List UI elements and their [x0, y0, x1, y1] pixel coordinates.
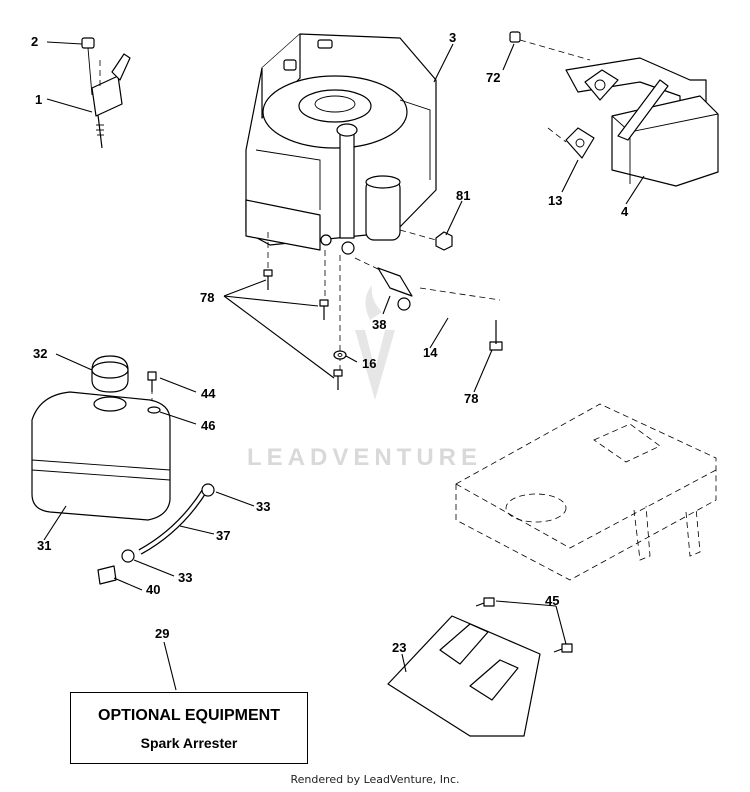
callout-leaders — [43, 41, 645, 691]
callout-78-b: 78 — [464, 391, 478, 406]
callout-2: 2 — [31, 34, 38, 49]
callout-45: 45 — [545, 593, 559, 608]
optional-equipment-title: OPTIONAL EQUIPMENT — [98, 707, 280, 724]
callout-31: 31 — [37, 538, 51, 553]
callout-44: 44 — [201, 386, 216, 401]
bolt-part — [263, 269, 503, 390]
callout-1: 1 — [35, 92, 42, 107]
watermark-text: LEADVENTURE — [247, 444, 482, 471]
nut-part — [435, 231, 453, 251]
throttle-control-part — [81, 37, 131, 149]
callout-37: 37 — [216, 528, 230, 543]
callout-78-a: 78 — [200, 290, 214, 305]
callout-38: 38 — [372, 317, 386, 332]
muffler-part — [509, 31, 719, 187]
callout-16: 16 — [362, 356, 376, 371]
washer-part — [333, 350, 347, 360]
spark-arrester-part — [387, 597, 573, 737]
fuel-tank-part — [31, 355, 171, 521]
callout-32: 32 — [33, 346, 47, 361]
footer-credit: Rendered by LeadVenture, Inc. — [290, 773, 460, 786]
callout-33-b: 33 — [178, 570, 192, 585]
callout-13: 13 — [548, 193, 562, 208]
fuel-filter-part — [377, 267, 465, 373]
callout-40: 40 — [146, 582, 160, 597]
callout-46: 46 — [201, 418, 215, 433]
engine-part — [245, 33, 437, 255]
callout-3: 3 — [449, 30, 456, 45]
optional-equipment-box: OPTIONAL EQUIPMENT Spark Arrester — [70, 692, 308, 764]
callout-72: 72 — [486, 70, 500, 85]
callout-23: 23 — [392, 640, 406, 655]
spark-arrester-label: Spark Arrester — [140, 735, 238, 751]
callout-labels: 2 1 3 72 13 4 81 78 38 14 16 78 32 44 46… — [31, 30, 629, 655]
frame-part — [455, 403, 717, 581]
callout-4: 4 — [621, 204, 629, 219]
callout-33-a: 33 — [256, 499, 270, 514]
callout-29: 29 — [155, 626, 169, 641]
fuel-line-part — [97, 483, 215, 585]
watermark: LEADVENTURE — [247, 285, 482, 471]
callout-81: 81 — [456, 188, 470, 203]
callout-14: 14 — [423, 345, 438, 360]
